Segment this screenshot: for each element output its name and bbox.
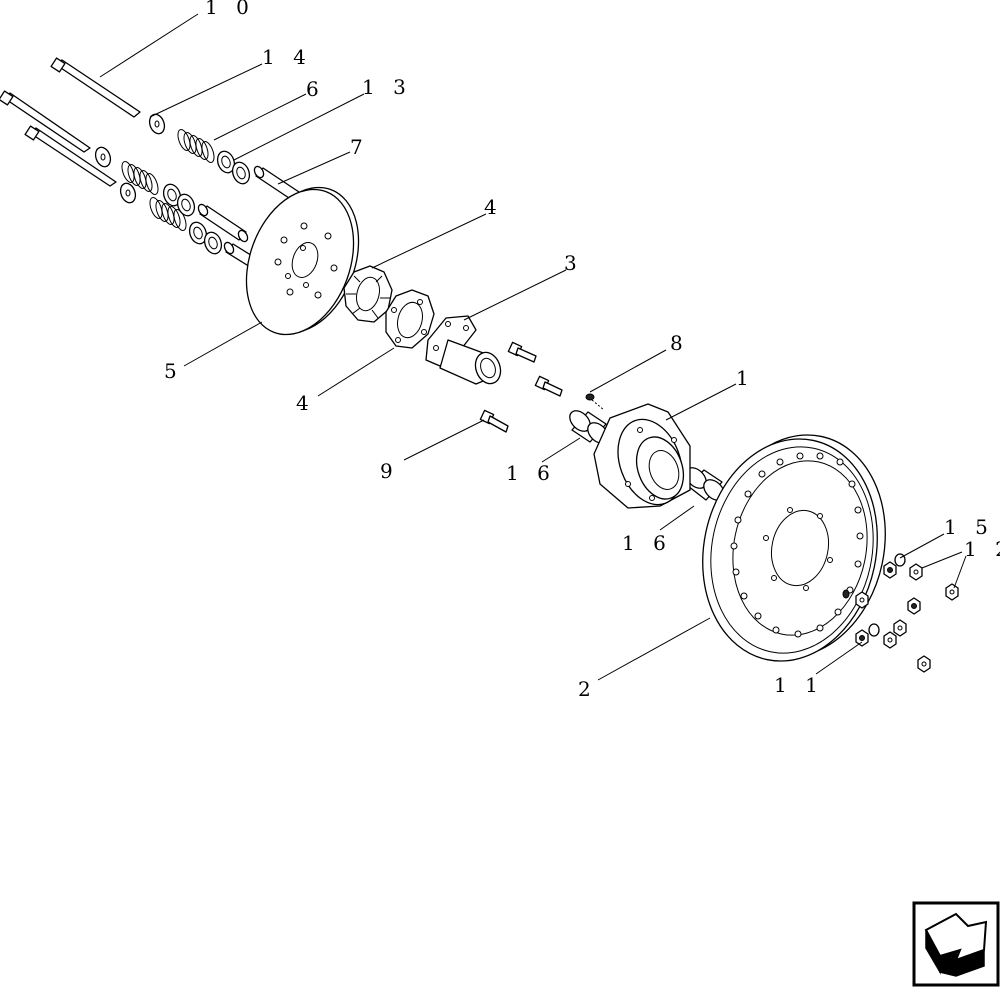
callout-13: 1 3 [362,75,412,99]
spacer-washer-middle [162,183,196,217]
spacer-tube-middle [197,203,249,243]
spring-lower [149,197,187,231]
long-bolt-middle [0,90,91,153]
callout-1: 1 [736,366,755,390]
washer-middle [94,146,112,168]
small-bolt-upper [507,341,537,363]
spring-top [177,129,215,163]
callout-16-right: 1 6 [622,531,672,555]
callout-labels: 1 0 1 4 6 1 3 7 4 3 5 4 8 1 9 1 6 1 6 2 … [164,0,1000,701]
callout-5: 5 [164,359,183,383]
callout-14: 1 4 [262,45,312,69]
callout-15: 1 5 [944,515,994,539]
long-bolt-top [50,57,141,118]
callout-4-lower: 4 [296,391,315,415]
pulley-sheave [702,434,886,662]
callout-8: 8 [670,331,689,355]
friction-disc-outer [343,265,393,323]
leader-lines [99,13,967,681]
callout-2: 2 [578,677,597,701]
small-bolt-middle [534,375,563,397]
callout-6: 6 [306,77,325,101]
callout-9: 9 [380,459,399,483]
long-bolt-lower [24,125,117,187]
spacer-tube-top [253,165,303,203]
spacer-washer-lower [188,221,223,255]
callout-7: 7 [350,135,369,159]
return-arrow-icon[interactable] [912,901,1000,987]
pulley-bolt-holes [730,452,864,638]
washer-lower [119,182,137,204]
small-bolt-lower [479,409,509,433]
washer-top [148,113,166,135]
friction-disc-inner [385,289,435,349]
pressure-plate [245,186,360,336]
callout-4-upper: 4 [484,195,503,219]
spacer-washer-top [216,150,251,185]
hub [425,315,502,385]
callout-10: 1 0 [205,0,255,19]
callout-3: 3 [564,251,583,275]
spring-middle [121,161,159,195]
grease-fitting [585,393,605,411]
callout-16-left: 1 6 [506,461,556,485]
bearing-housing [593,403,691,509]
nuts-and-washers [842,553,959,673]
callout-12: 1 2 [964,537,1000,561]
callout-11: 1 1 [774,673,824,697]
